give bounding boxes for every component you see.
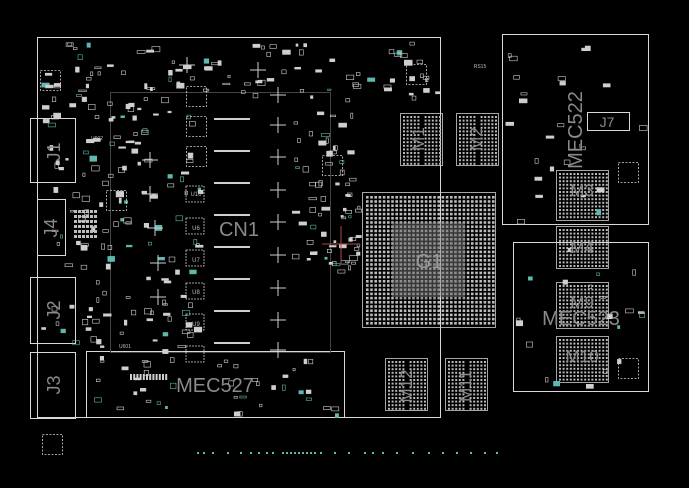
mec522-outline [502, 34, 649, 225]
mec523-outline [513, 242, 649, 392]
label-u16: U16 [190, 192, 202, 198]
label-mec527: MEC527 [176, 375, 254, 397]
label-m3: M3 [570, 181, 594, 200]
label-rs15: RS15 [474, 64, 487, 70]
label-u601: U601 [119, 344, 131, 350]
label-u9: U9 [192, 322, 200, 328]
memory-chip-m2[interactable] [456, 113, 499, 166]
label-m12: M12 [397, 369, 416, 402]
mec527-outline [86, 351, 345, 418]
connector-j1[interactable] [30, 118, 76, 183]
label-mec523: MEC523 [542, 308, 620, 330]
connector-j2[interactable] [30, 277, 76, 344]
bga-g1[interactable] [362, 192, 496, 328]
label-m1: M1 [409, 127, 428, 151]
label-mec522: MEC522 [565, 91, 587, 169]
label-j4: J4 [41, 218, 61, 237]
label-cn1: CN1 [219, 219, 259, 241]
bga-g1-outline [362, 192, 496, 328]
label-j2: J2 [44, 300, 64, 319]
memory-chip-m9[interactable] [556, 282, 609, 329]
connector-j3[interactable] [30, 352, 76, 419]
label-m9: M9 [570, 293, 594, 312]
memory-chip-m11[interactable] [445, 358, 488, 411]
label-u8: U8 [192, 290, 200, 296]
cursor-crosshair [322, 226, 360, 264]
label-m4: M4 [570, 238, 594, 257]
label-j3: J3 [44, 375, 64, 394]
connector-j7[interactable] [587, 112, 630, 131]
label-m2: M2 [467, 127, 486, 151]
label-u7: U7 [192, 258, 200, 264]
memory-chip-m12[interactable] [385, 358, 428, 411]
label-u602: U602 [91, 136, 103, 142]
memory-chip-m4[interactable] [556, 226, 609, 269]
label-m10: M10 [565, 347, 598, 366]
label-g1: G1 [416, 251, 443, 273]
label-m11: M11 [456, 370, 475, 402]
connector-j4[interactable] [37, 199, 66, 256]
memory-chip-m10[interactable] [556, 336, 609, 383]
label-u6: U6 [192, 226, 200, 232]
label-j1: J1 [44, 142, 64, 161]
memory-chip-m1[interactable] [400, 113, 443, 166]
cn1-outline [110, 92, 331, 353]
label-j7: J7 [600, 114, 615, 130]
